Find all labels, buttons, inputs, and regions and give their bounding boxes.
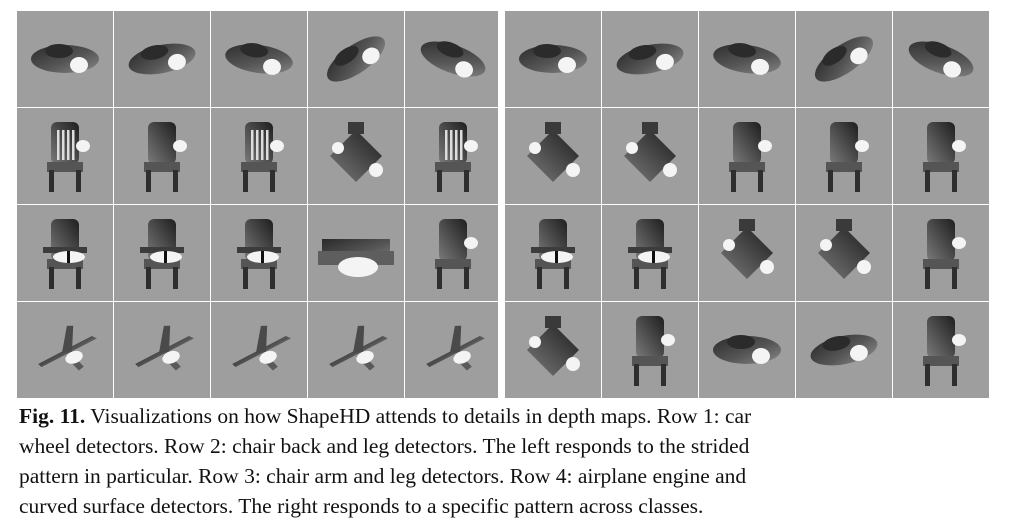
half-divider <box>498 11 504 398</box>
depth-map-tile <box>893 302 989 398</box>
depth-map-tile <box>602 11 698 107</box>
figure-grid <box>17 11 989 398</box>
depth-map-tile <box>114 108 210 204</box>
depth-map-tile <box>114 11 210 107</box>
depth-map-tile <box>602 108 698 204</box>
caption-line-1: Fig. 11. Visualizations on how ShapeHD a… <box>19 404 752 428</box>
depth-map-tile <box>17 11 113 107</box>
depth-map-tile <box>505 11 601 107</box>
depth-map-tile <box>405 108 501 204</box>
depth-map-tile <box>505 205 601 301</box>
caption-line-3: pattern in particular. Row 3: chair arm … <box>19 464 747 488</box>
depth-map-tile <box>17 302 113 398</box>
depth-map-tile <box>405 205 501 301</box>
depth-map-tile <box>211 302 307 398</box>
depth-map-tile <box>796 108 892 204</box>
depth-map-tile <box>699 108 795 204</box>
depth-map-tile <box>211 108 307 204</box>
depth-map-tile <box>893 205 989 301</box>
depth-map-tile <box>114 205 210 301</box>
depth-map-tile <box>211 205 307 301</box>
depth-map-tile <box>405 11 501 107</box>
depth-map-tile <box>17 205 113 301</box>
depth-map-tile <box>796 11 892 107</box>
depth-map-tile <box>308 302 404 398</box>
depth-map-tile <box>505 108 601 204</box>
depth-map-tile <box>211 11 307 107</box>
depth-map-tile <box>308 108 404 204</box>
figure-label: Fig. 11. <box>19 404 86 428</box>
depth-map-tile <box>308 11 404 107</box>
depth-map-tile <box>893 108 989 204</box>
depth-map-tile <box>699 302 795 398</box>
depth-map-tile <box>796 302 892 398</box>
figure-caption: Fig. 11. Visualizations on how ShapeHD a… <box>19 401 999 521</box>
caption-line-4: curved surface detectors. The right resp… <box>19 494 704 518</box>
depth-map-tile <box>602 205 698 301</box>
depth-map-tile <box>405 302 501 398</box>
depth-map-tile <box>505 302 601 398</box>
depth-map-tile <box>699 11 795 107</box>
depth-map-tile <box>699 205 795 301</box>
depth-map-tile <box>114 302 210 398</box>
depth-map-tile <box>893 11 989 107</box>
depth-map-tile <box>17 108 113 204</box>
caption-line-2: wheel detectors. Row 2: chair back and l… <box>19 434 750 458</box>
depth-map-tile <box>796 205 892 301</box>
depth-map-tile <box>602 302 698 398</box>
depth-map-tile <box>308 205 404 301</box>
